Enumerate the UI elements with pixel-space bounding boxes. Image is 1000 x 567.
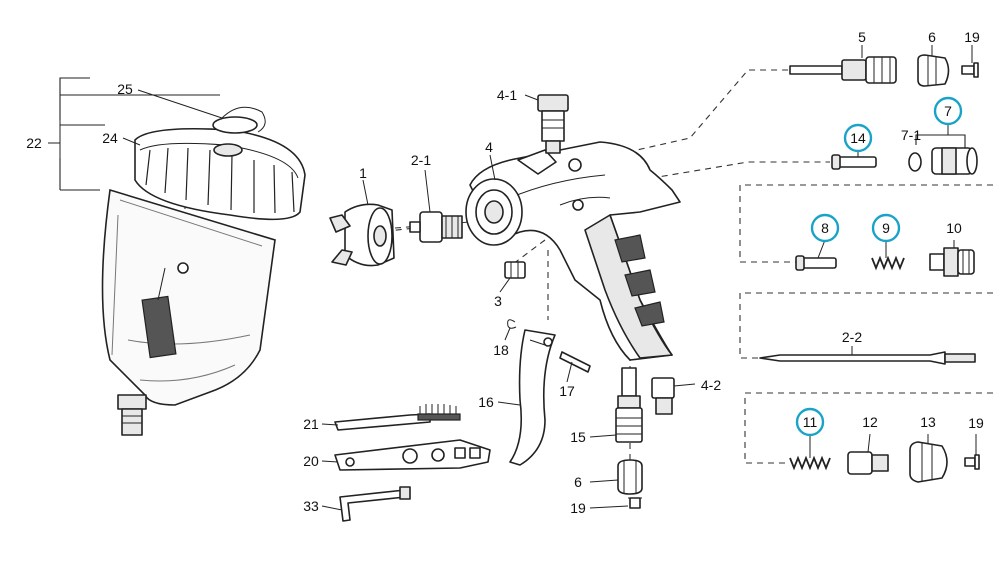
callout-19-right: 19: [968, 415, 984, 431]
callout-7-1: 7-1: [901, 127, 921, 143]
callout-9: 9: [882, 220, 890, 236]
callout-6-top: 6: [928, 29, 936, 45]
part-10-adjuster: [929, 247, 975, 277]
part-21-brush: [334, 404, 461, 431]
leader-lines: [48, 45, 977, 511]
part-9-spring: [871, 255, 905, 271]
part-5-valve-assembly: [789, 56, 897, 84]
callout-12: 12: [862, 414, 878, 430]
cup-vent-cap: [212, 116, 258, 134]
callout-21: 21: [303, 416, 319, 432]
callout-14: 14: [850, 130, 866, 146]
part-11-spring: [789, 455, 831, 471]
part-8-pin: [795, 255, 837, 271]
part-7-air-valve: [908, 147, 978, 175]
ring-9: [871, 213, 901, 243]
paint-cup-assembly: [101, 106, 306, 436]
callout-5: 5: [858, 29, 866, 45]
ring-11: [795, 407, 825, 437]
callout-19-top: 19: [964, 29, 980, 45]
part-2-1-fluid-nozzle: [409, 211, 463, 243]
cup-outlet: [117, 394, 147, 410]
part-20-wrench: [334, 439, 491, 471]
part-4-1-inlet-adapter: [537, 94, 569, 154]
part-19-screws: [628, 62, 980, 509]
cup-filter: [141, 295, 177, 359]
gun-body: [465, 141, 681, 361]
callout-17: 17: [559, 383, 575, 399]
highlight-rings: [795, 96, 963, 437]
part-18-clip: [507, 319, 517, 329]
part-14-pin: [831, 154, 877, 170]
part-33-hex-key: [339, 486, 411, 522]
ring-8: [810, 213, 840, 243]
callout-11: 11: [803, 414, 818, 430]
callout-33: 33: [303, 498, 319, 514]
ring-14: [843, 123, 873, 153]
callout-1: 1: [359, 165, 367, 181]
callout-4-1: 4-1: [497, 87, 517, 103]
callout-24: 24: [102, 130, 118, 146]
part-3-fitting: [504, 261, 526, 279]
callout-3: 3: [494, 293, 502, 309]
ring-7: [933, 96, 963, 126]
part-1-air-cap: [329, 203, 395, 267]
callout-22: 22: [26, 135, 42, 151]
callout-19-bottom: 19: [570, 500, 586, 516]
callout-15: 15: [570, 429, 586, 445]
callout-2-1: 2-1: [411, 152, 431, 168]
callout-labels: 1 2-1 2-2 3 4 4-1 4-2 5 6 6 7 7-1 8 9 10…: [26, 29, 984, 516]
callout-8: 8: [821, 220, 829, 236]
part-13-knob: [909, 441, 948, 483]
part-6-knob-bottom: [617, 459, 643, 495]
callout-4-2: 4-2: [701, 377, 721, 393]
cup-body: [101, 188, 276, 406]
callout-7: 7: [944, 103, 952, 119]
callout-20: 20: [303, 453, 319, 469]
part-17-pin: [559, 351, 591, 373]
part-15-air-valve: [615, 367, 643, 443]
part-6-knob-top: [917, 54, 950, 87]
callout-18: 18: [493, 342, 509, 358]
callout-6-bottom: 6: [574, 474, 582, 490]
part-16-trigger: [509, 329, 556, 466]
part-2-2-fluid-needle: [759, 351, 976, 365]
part-12-bushing: [847, 451, 889, 475]
callout-16: 16: [478, 394, 494, 410]
callout-4: 4: [485, 139, 493, 155]
callout-10: 10: [946, 220, 962, 236]
callout-2-2: 2-2: [842, 329, 862, 345]
callout-13: 13: [920, 414, 936, 430]
part-4-2-air-inlet: [651, 377, 675, 415]
cup-lid: [134, 127, 306, 221]
callout-25: 25: [117, 81, 133, 97]
